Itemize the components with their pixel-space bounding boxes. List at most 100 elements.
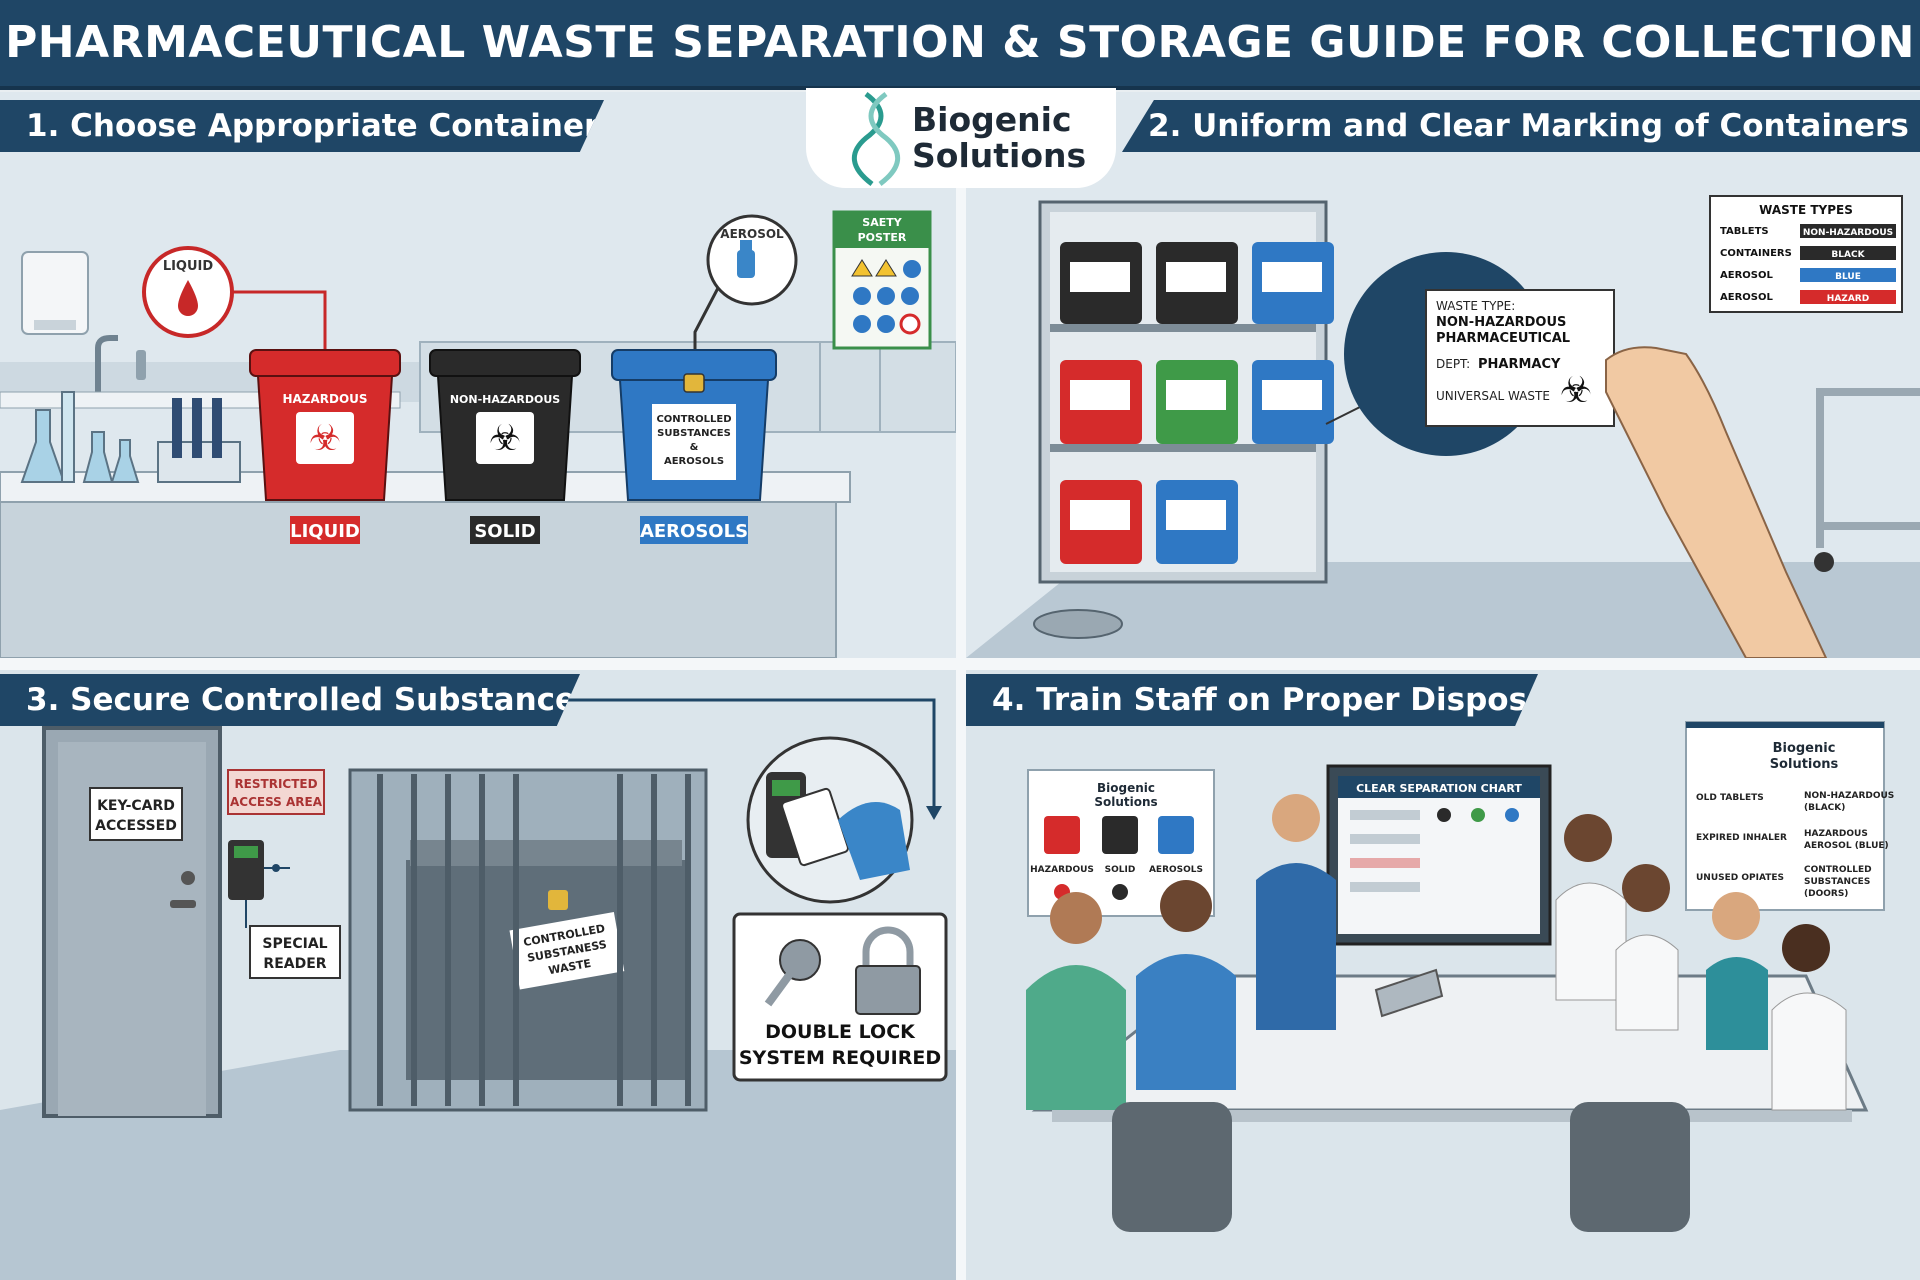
biohazard-icon: ☣ xyxy=(1560,370,1592,411)
panel-divider-horizontal xyxy=(0,658,1920,670)
right-disposal-poster: Biogenic Solutions OLD TABLETS NON-HAZAR… xyxy=(1685,721,1894,911)
panel-divider-vertical xyxy=(956,92,966,1280)
poster-line2: POSTER xyxy=(858,231,907,244)
dna-helix-icon xyxy=(851,91,901,186)
right-poster-logo-1: Biogenic xyxy=(1773,741,1836,756)
floor-drain-icon xyxy=(1033,609,1123,639)
controlled-aerosol-bin: CONTROLLED SUBSTANCES & AEROSOLS AEROSOL… xyxy=(611,349,777,544)
labeled-bins-row-1 xyxy=(1060,242,1334,324)
poster-line1: SAETY xyxy=(862,216,902,229)
hand-icon xyxy=(1605,346,1828,658)
section-heading-1: 1. Choose Appropriate Containers xyxy=(0,100,604,152)
panel-choose-containers: LIQUID AEROSOL SAETY POSTER xyxy=(0,92,956,658)
padlock-icon xyxy=(548,890,568,910)
bin-hazardous-label: HAZARDOUS xyxy=(282,392,367,406)
double-lock-box: DOUBLE LOCK SYSTEM REQUIRED xyxy=(732,912,948,1082)
bin-tag-aerosols: AEROSOLS xyxy=(640,521,748,542)
key-card-door: KEY-CARD ACCESSED xyxy=(42,726,222,1118)
panel-train-staff: Biogenic Solutions HAZARDOUS SOLID AEROS… xyxy=(966,670,1920,1280)
trolley-icon xyxy=(1814,388,1920,572)
small-poster-logo-1: Biogenic xyxy=(1097,781,1155,795)
bin-controlled-line3: & xyxy=(690,442,699,453)
door-sign-line1: KEY-CARD xyxy=(97,798,175,814)
legend-row-3-name: AEROSOL xyxy=(1720,270,1773,281)
legend-title: WASTE TYPES xyxy=(1759,203,1853,217)
card-dept-label: DEPT: xyxy=(1436,357,1470,371)
bin-controlled-line4: AEROSOLS xyxy=(664,456,724,467)
reader-label-line1: SPECIAL xyxy=(262,936,327,952)
right-poster-row-2-right-2: AEROSOL (BLUE) xyxy=(1804,841,1889,851)
hazardous-liquid-bin: HAZARDOUS ☣ LIQUID xyxy=(249,349,401,544)
logo-badge xyxy=(806,88,1116,188)
small-poster-bin-3: AEROSOLS xyxy=(1149,865,1203,875)
right-poster-row-3-right-2: SUBSTANCES xyxy=(1804,877,1870,887)
legend-row-2-name: CONTAINERS xyxy=(1720,248,1792,259)
secure-cage: CONTROLLED SUBSTANESS WASTE xyxy=(348,768,708,1112)
restricted-line2: ACCESS AREA xyxy=(230,795,323,809)
panel-secure-substances: KEY-CARD ACCESSED RESTRICTED ACCESS AREA… xyxy=(0,670,956,1280)
section-heading-2: 2. Uniform and Clear Marking of Containe… xyxy=(1122,100,1920,152)
scene-secure-room: KEY-CARD ACCESSED RESTRICTED ACCESS AREA… xyxy=(0,670,956,1280)
padlock-icon xyxy=(683,373,705,393)
door-handle-icon xyxy=(170,900,196,908)
faucet-icon xyxy=(95,335,146,394)
aerosol-callout-label: AEROSOL xyxy=(720,227,784,241)
bin-tag-solid: SOLID xyxy=(474,521,535,542)
legend-row-4-name: AEROSOL xyxy=(1720,292,1773,303)
legend-row-1-value: NON-HAZARDOUS xyxy=(1803,228,1893,238)
door-sign-line2: ACCESSED xyxy=(95,818,177,834)
waste-types-legend: WASTE TYPES TABLETS NON-HAZARDOUS CONTAI… xyxy=(1709,195,1903,313)
scene-training-room: Biogenic Solutions HAZARDOUS SOLID AEROS… xyxy=(966,670,1920,1280)
right-poster-logo-2: Solutions xyxy=(1770,757,1839,772)
right-poster-row-3-left: UNUSED OPIATES xyxy=(1696,873,1784,883)
card-line1: WASTE TYPE: xyxy=(1436,299,1515,313)
small-poster-bin-2: SOLID xyxy=(1105,865,1136,875)
biohazard-icon: ☣ xyxy=(489,418,521,459)
liquid-callout-label: LIQUID xyxy=(163,259,214,274)
right-poster-row-1-left: OLD TABLETS xyxy=(1696,793,1764,803)
bin-non-hazardous-label: NON-HAZARDOUS xyxy=(450,393,560,406)
legend-row-3-value: BLUE xyxy=(1835,272,1861,282)
right-poster-row-3-right-3: (DOORS) xyxy=(1804,889,1848,899)
reader-label-line2: READER xyxy=(263,956,326,972)
pipette-rack-icon xyxy=(157,398,241,483)
right-poster-row-3-right-1: CONTROLLED xyxy=(1804,865,1872,875)
bin-controlled-line2: SUBSTANCES xyxy=(657,428,731,439)
page-title: PHARMACEUTICAL WASTE SEPARATION & STORAG… xyxy=(5,17,1915,68)
labeled-bins-row-3 xyxy=(1060,480,1238,564)
laptop-icon xyxy=(1374,968,1444,1018)
lock-box-line2: SYSTEM REQUIRED xyxy=(739,1047,941,1069)
restricted-access-sign: RESTRICTED ACCESS AREA xyxy=(227,769,325,815)
card-line2: NON-HAZARDOUS xyxy=(1436,315,1566,330)
bin-tag-liquid: LIQUID xyxy=(290,521,360,542)
chairs xyxy=(1112,1102,1690,1232)
right-poster-row-2-left: EXPIRED INHALER xyxy=(1696,833,1787,843)
card-line3: PHARMACEUTICAL xyxy=(1436,331,1570,346)
right-poster-row-1-right-1: NON-HAZARDOUS xyxy=(1804,791,1894,801)
legend-row-2-value: BLACK xyxy=(1831,250,1865,260)
logo-line-2: Solutions xyxy=(912,136,1087,175)
non-hazardous-solid-bin: NON-HAZARDOUS ☣ SOLID xyxy=(429,349,581,544)
scene-marking-shelf: WASTE TYPE: NON-HAZARDOUS PHARMACEUTICAL… xyxy=(966,92,1920,658)
safety-poster: SAETY POSTER xyxy=(832,210,932,350)
keycard-zoom-callout xyxy=(746,736,914,904)
aerosol-callout: AEROSOL xyxy=(693,214,798,350)
lock-box-line1: DOUBLE LOCK xyxy=(765,1021,916,1043)
right-poster-row-1-right-2: (BLACK) xyxy=(1804,803,1845,813)
chart-screen-title: CLEAR SEPARATION CHART xyxy=(1356,782,1522,795)
restricted-line1: RESTRICTED xyxy=(234,777,317,791)
scene-lab-containers: LIQUID AEROSOL SAETY POSTER xyxy=(0,92,956,658)
card-reader: SPECIAL READER xyxy=(228,840,341,979)
biohazard-icon: ☣ xyxy=(309,418,341,459)
logo-line-1: Biogenic xyxy=(912,100,1072,139)
small-poster-bin-1: HAZARDOUS xyxy=(1030,865,1094,875)
logo-text: Biogenic Solutions xyxy=(912,102,1086,174)
labeled-bins-row-2 xyxy=(1060,360,1334,444)
card-dept-value: PHARMACY xyxy=(1478,357,1561,372)
legend-row-4-value: HAZARD xyxy=(1827,294,1869,304)
bin-controlled-line1: CONTROLLED xyxy=(656,414,731,425)
liquid-callout: LIQUID xyxy=(142,246,327,350)
right-poster-row-2-right-1: HAZARDOUS xyxy=(1804,829,1868,839)
section-heading-3: 3. Secure Controlled Substances xyxy=(0,674,580,726)
